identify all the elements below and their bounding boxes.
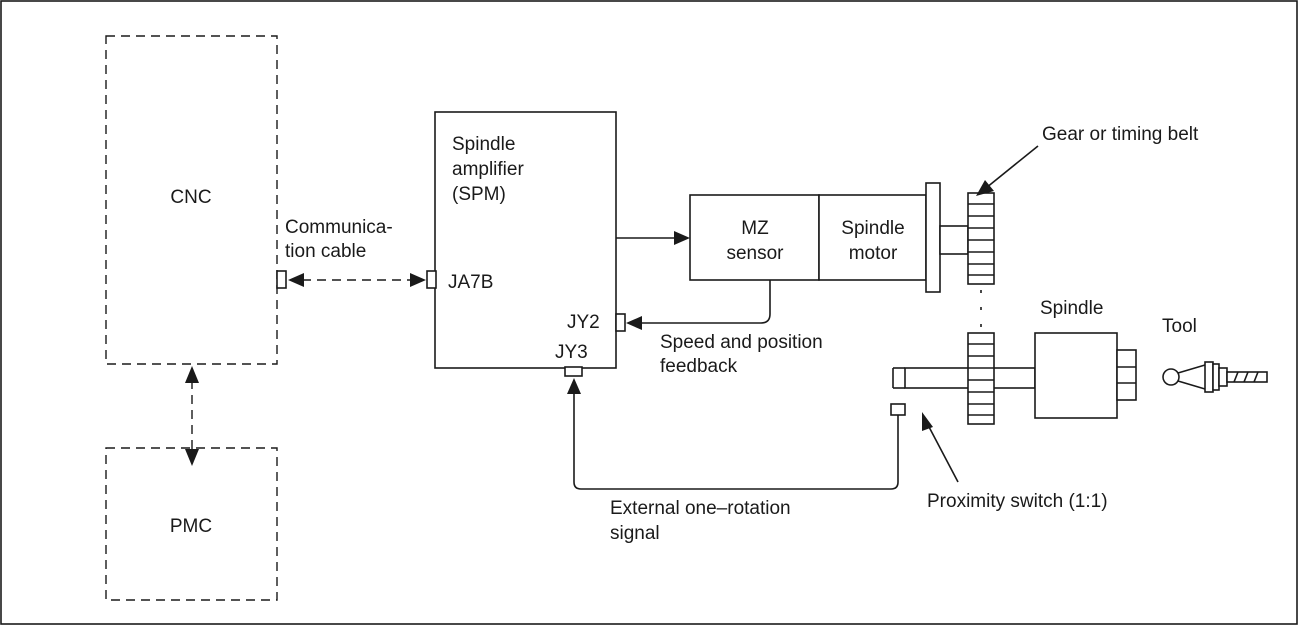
motor-shaft (939, 225, 969, 255)
proximity-switch-pointer (922, 412, 959, 483)
motor-flange (925, 182, 941, 293)
communication-cable-label-2: tion cable (285, 241, 366, 262)
spm-label-1: Spindle (452, 134, 515, 155)
proximity-switch-label: Proximity switch (1:1) (927, 491, 1108, 512)
cnc-box (105, 35, 278, 365)
pmc-box (105, 447, 278, 601)
cnc-pmc-link (185, 366, 199, 466)
one-rotation-signal-label-1: External one–rotation (610, 498, 791, 519)
spindle-motor-label-2: motor (849, 243, 898, 264)
spindle-label: Spindle (1040, 298, 1103, 319)
ja7b-connector (426, 270, 437, 289)
gear-belt-label: Gear or timing belt (1042, 124, 1199, 145)
proximity-switch (890, 403, 906, 416)
feedback-label-2: feedback (660, 356, 738, 377)
tool-drawing (1162, 361, 1268, 393)
tool-label: Tool (1162, 316, 1197, 337)
jy3-label: JY3 (555, 342, 588, 363)
cnc-label: CNC (170, 187, 211, 208)
spindle-amplifier-box (434, 111, 617, 369)
jy2-label: JY2 (567, 312, 600, 333)
jy2-connector (615, 313, 626, 332)
feedback-arrow (626, 280, 771, 330)
communication-cable-arrow (288, 273, 426, 287)
motor-drive-arrow (616, 231, 690, 245)
mz-sensor-label-1: MZ (741, 218, 769, 239)
gear-belt-pointer (976, 145, 1039, 196)
ja7b-label: JA7B (448, 272, 493, 293)
one-rotation-signal-label-2: signal (610, 523, 660, 544)
spindle-motor-label-1: Spindle (841, 218, 904, 239)
spindle-assembly (892, 332, 1137, 425)
spm-label-2: amplifier (452, 159, 524, 180)
mz-sensor-label-2: sensor (726, 243, 784, 264)
pmc-label: PMC (170, 516, 212, 537)
mz-sensor-box (689, 194, 820, 281)
one-rotation-signal-arrow (567, 378, 899, 490)
cnc-connector (276, 270, 287, 289)
motor-gear (967, 192, 995, 285)
feedback-label-1: Speed and position (660, 332, 823, 353)
communication-cable-label-1: Communica- (285, 217, 393, 238)
spm-label-3: (SPM) (452, 184, 506, 205)
jy3-connector (564, 366, 583, 377)
